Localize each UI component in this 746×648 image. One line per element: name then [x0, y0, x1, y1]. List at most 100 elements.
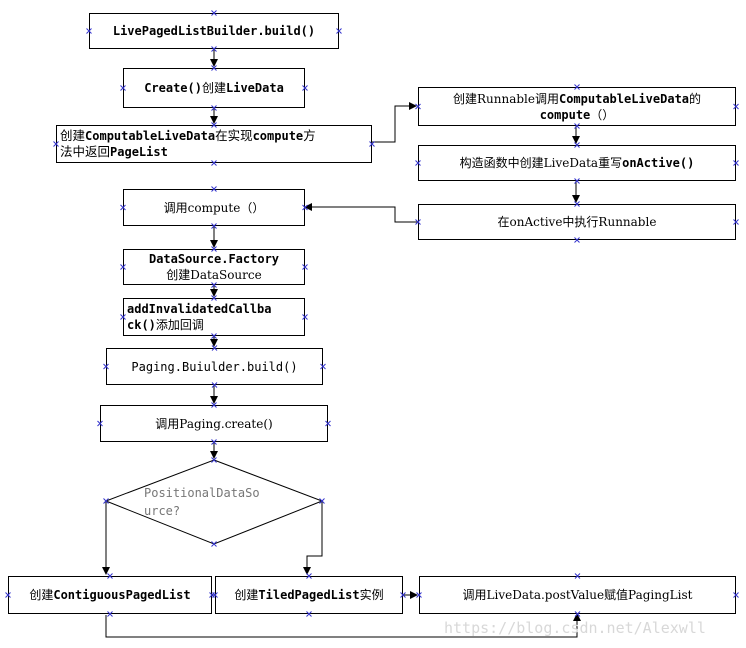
decision-positional-data-source: PositionalDataSo urce? [144, 484, 260, 520]
node-code: ComputableLiveData [85, 129, 216, 143]
handle-mark [574, 142, 580, 148]
handle-mark [415, 219, 421, 225]
node-code: onActive() [622, 156, 695, 170]
handle-mark [211, 541, 217, 547]
handle-mark [574, 237, 580, 243]
node-paging-builder-build: Paging.Buiulder.build() [106, 348, 323, 385]
node-text: 添加回调 [155, 318, 204, 332]
handle-mark [415, 160, 421, 166]
handle-mark [302, 204, 308, 211]
arrow-n10-n12 [105, 613, 581, 638]
handle-mark [574, 84, 580, 90]
arrow-n9-n11 [303, 501, 323, 575]
handle-mark [86, 28, 92, 34]
node-text: 创建DataSource [166, 268, 262, 282]
node-text: 创建Runnable调用 [452, 91, 559, 106]
handle-mark [211, 333, 217, 339]
handle-mark [103, 363, 109, 370]
handle-mark [302, 264, 308, 270]
handle-mark [415, 103, 421, 110]
decision-line: PositionalDataSo [144, 486, 260, 500]
node-code: ComputableLiveData [558, 91, 690, 106]
node-code: Create() [144, 81, 202, 95]
handle-mark [416, 592, 422, 598]
node-add-invalidated-callback: addInvalidatedCallba ck()添加回调 [123, 298, 305, 336]
node-code: ContiguousPagedList [53, 588, 191, 602]
handle-mark [97, 420, 103, 427]
node-text: 的 [689, 91, 702, 106]
handle-mark [211, 402, 217, 408]
node-code: LiveData [226, 81, 284, 95]
handle-mark [733, 160, 739, 166]
handle-mark [212, 592, 218, 598]
watermark: https://blog.csdn.net/Alexwll [444, 619, 706, 637]
handle-mark [211, 65, 217, 71]
handle-mark [107, 611, 113, 617]
node-text: 法中返回 [60, 144, 111, 159]
handle-mark [211, 160, 217, 166]
handle-mark [733, 103, 739, 110]
node-text: 构造函数中创建LiveData重写 [459, 156, 623, 170]
decision-line: urce? [144, 504, 181, 518]
handle-mark [211, 382, 218, 388]
handle-mark [107, 573, 113, 579]
handle-mark [574, 573, 581, 579]
node-code: LivePagedListBuilder.build() [112, 24, 316, 38]
handle-mark [319, 498, 325, 504]
handle-mark [211, 295, 217, 301]
handle-mark [211, 345, 218, 351]
node-text: 调用Paging.create() [155, 416, 273, 431]
handle-mark [53, 141, 59, 147]
node-code: DataSource.Factory [148, 252, 280, 266]
handle-mark [325, 420, 331, 427]
handle-mark [306, 573, 312, 579]
handle-mark [733, 219, 739, 225]
handle-mark [574, 178, 580, 184]
handle-mark [120, 204, 126, 211]
handle-mark [574, 201, 580, 207]
handle-mark [574, 123, 580, 129]
node-text: 创建 [29, 588, 54, 602]
node-text: 调用compute（） [163, 200, 265, 215]
node-call-compute: 调用compute（） [123, 189, 305, 226]
node-data-source-factory: DataSource.Factory 创建DataSource [123, 249, 305, 285]
handle-mark [211, 457, 217, 463]
node-code: compute [252, 129, 304, 143]
handle-mark [103, 498, 109, 504]
handle-mark [211, 439, 217, 445]
handle-mark [120, 85, 126, 91]
node-code: ck() [127, 318, 156, 332]
node-text: 创建 [201, 81, 226, 95]
node-create-runnable: 创建Runnable调用ComputableLiveData的 compute（… [418, 87, 736, 126]
handle-mark [302, 314, 308, 320]
handle-mark [211, 186, 217, 192]
node-text: 创建 [60, 128, 86, 143]
node-text: 调用LiveData.postValue赋值PagingList [462, 588, 693, 602]
handle-mark [320, 363, 326, 370]
node-text: 实例 [359, 588, 384, 602]
handle-mark [211, 246, 217, 252]
handle-mark [211, 282, 217, 288]
handle-mark [302, 85, 308, 91]
handle-mark [574, 611, 581, 617]
node-text: 方 [303, 128, 316, 143]
handle-mark [211, 10, 217, 16]
handle-mark [5, 592, 11, 598]
handle-mark [211, 105, 217, 111]
node-code: TiledPagedList [258, 588, 360, 602]
handle-mark [733, 592, 739, 598]
handle-mark [369, 141, 375, 147]
arrow-r3-n4 [304, 203, 418, 223]
node-text: （） [590, 107, 615, 122]
handle-mark [336, 28, 342, 34]
node-text: 创建 [234, 588, 259, 602]
handle-mark [211, 46, 217, 52]
node-run-runnable-on-active: 在onActive中执行Runnable [418, 204, 736, 240]
handle-mark [120, 264, 126, 270]
